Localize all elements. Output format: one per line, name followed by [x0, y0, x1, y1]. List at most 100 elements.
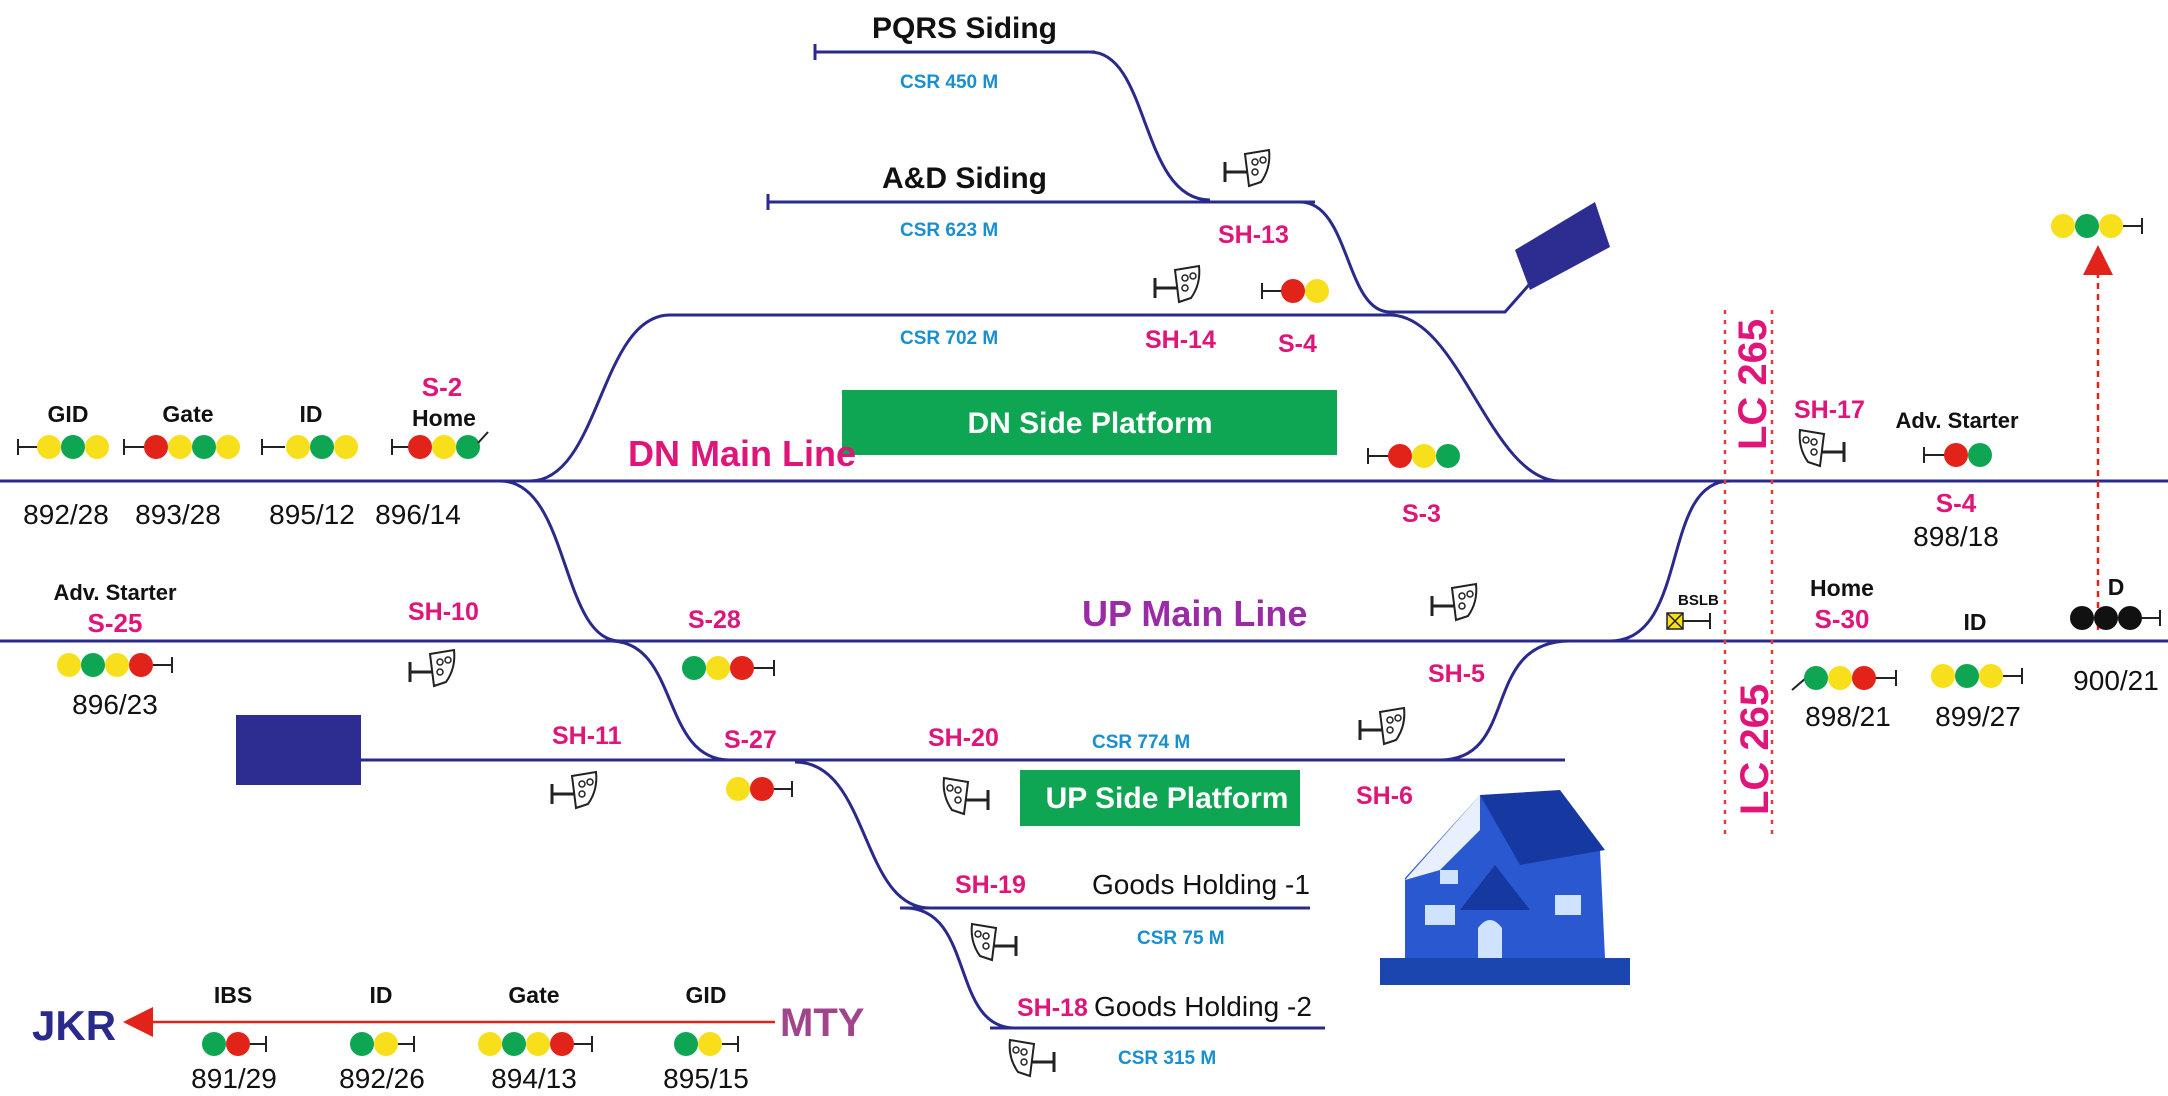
aspect-red: [144, 435, 168, 459]
s25-km: 896/23: [72, 689, 158, 720]
aspect-green: [61, 435, 85, 459]
dead-end-block-top: [1515, 202, 1610, 290]
aspect-red: [408, 435, 432, 459]
label-sh11: SH-11: [552, 722, 622, 750]
station-mty: MTY: [780, 1001, 865, 1045]
aspect-green: [202, 1032, 226, 1056]
left-up-labels: Adv. Starter S-25 896/23: [53, 580, 177, 720]
aspect-yellow: [2099, 214, 2123, 238]
tracks: [0, 44, 2168, 1030]
aspect-green: [310, 435, 334, 459]
aspect-green: [682, 656, 706, 680]
up-main-line-label: UP Main Line: [1082, 593, 1307, 634]
lc-label-top: LC 265: [1731, 319, 1775, 450]
aspect-yellow: [1828, 666, 1852, 690]
shunt-signal-icon: [970, 922, 1018, 962]
signal-name: Gate: [162, 401, 213, 427]
signal-name: GID: [48, 401, 89, 427]
home-label: Home: [1810, 575, 1874, 601]
aspect-yellow: [85, 435, 109, 459]
aspect-green: [1436, 444, 1460, 468]
pqrs-siding-title: PQRS Siding: [872, 12, 1057, 45]
legend-signal-km: 895/15: [663, 1063, 749, 1094]
gh2-title: Goods Holding -2: [1094, 991, 1312, 1022]
aspect-yellow: [2051, 214, 2075, 238]
label-s4: S-4: [1278, 330, 1317, 358]
label-sh10: SH-10: [408, 598, 479, 626]
aspect-green: [1968, 443, 1992, 467]
aspect-black: [2094, 606, 2118, 630]
id-right-km: 899/27: [1935, 701, 2021, 732]
label-sh6: SH-6: [1356, 782, 1413, 810]
aspect-yellow: [334, 435, 358, 459]
legend: JKR MTY IBS 891/29 ID 892/26 Gate 894/13…: [32, 982, 865, 1094]
level-crossing: LC 265 LC 265 BSLB: [1666, 310, 1777, 840]
aspect-yellow: [478, 1032, 502, 1056]
label-sh18: SH-18: [1017, 994, 1088, 1022]
d-label: D: [2108, 574, 2125, 600]
aspect-yellow: [1979, 664, 2003, 688]
pqrs-csr: CSR 450 M: [900, 72, 998, 93]
aspect-red: [550, 1032, 574, 1056]
ad-csr: CSR 623 M: [900, 220, 998, 241]
legend-signal-name: ID: [370, 982, 393, 1008]
s4-km: 898/18: [1913, 521, 1999, 552]
label-sh14: SH-14: [1145, 326, 1216, 354]
label-s28: S-28: [688, 606, 741, 634]
legend-signal-name: IBS: [214, 982, 252, 1008]
aspect-green: [502, 1032, 526, 1056]
dead-end-block-left: [236, 715, 361, 785]
gh2-csr: CSR 315 M: [1118, 1048, 1216, 1069]
up-loop-csr: CSR 774 M: [1092, 732, 1190, 753]
signal-name: ID: [300, 401, 323, 427]
s4-right-label: S-4: [1936, 488, 1977, 518]
aspect-red: [1388, 444, 1412, 468]
s30-label: S-30: [1815, 604, 1870, 634]
bslb-label: BSLB: [1678, 592, 1719, 609]
aspect-green: [456, 435, 480, 459]
aspect-yellow: [286, 435, 310, 459]
station-building-icon: [1380, 790, 1630, 985]
aspect-yellow: [105, 653, 129, 677]
up-side-platform-label: UP Side Platform: [1046, 782, 1289, 815]
aspect-yellow: [1931, 664, 1955, 688]
legend-signal-km: 891/29: [191, 1063, 277, 1094]
aspect-green: [1955, 664, 1979, 688]
aspect-green: [1804, 666, 1828, 690]
gh1-title: Goods Holding -1: [1092, 869, 1310, 900]
s25-label: S-25: [88, 608, 143, 638]
label-s3: S-3: [1402, 500, 1441, 528]
shunt-labels: SH-13 SH-14 S-4 S-3 SH-17 SH-10 S-28 SH-…: [408, 221, 1865, 1022]
legend-signal-name: Gate: [508, 982, 559, 1008]
lc-label-bottom: LC 265: [1733, 684, 1777, 815]
aspect-red: [226, 1032, 250, 1056]
shunt-signal-icon: [1430, 582, 1478, 622]
aspect-yellow: [168, 435, 192, 459]
aspect-green: [2075, 214, 2099, 238]
signal-km: 892/28: [23, 499, 109, 530]
id-right-label: ID: [1964, 609, 1987, 635]
main-signals: [17, 214, 2161, 801]
aspect-black: [2070, 606, 2094, 630]
aspect-red: [129, 653, 153, 677]
aspect-yellow: [374, 1032, 398, 1056]
legend-signal-km: 892/26: [339, 1063, 425, 1094]
signal-km: 895/12: [269, 499, 355, 530]
aspect-yellow: [726, 777, 750, 801]
label-sh20: SH-20: [928, 724, 999, 752]
aspect-green: [192, 435, 216, 459]
right-signal-labels: Adv. Starter S-4 898/18 Home S-30 898/21…: [1805, 408, 2159, 732]
loop-csr: CSR 702 M: [900, 328, 998, 349]
shunt-signal-icon: [550, 770, 598, 810]
adv-starter-label: Adv. Starter: [1895, 408, 2019, 433]
d-km: 900/21: [2073, 665, 2159, 696]
label-sh5: SH-5: [1428, 660, 1485, 688]
aspect-yellow: [216, 435, 240, 459]
aspect-red: [1944, 443, 1968, 467]
aspect-black: [2118, 606, 2142, 630]
aspect-yellow: [432, 435, 456, 459]
signal-name: S-2: [422, 372, 462, 402]
legend-signal-name: GID: [686, 982, 727, 1008]
aspect-red: [1281, 279, 1305, 303]
